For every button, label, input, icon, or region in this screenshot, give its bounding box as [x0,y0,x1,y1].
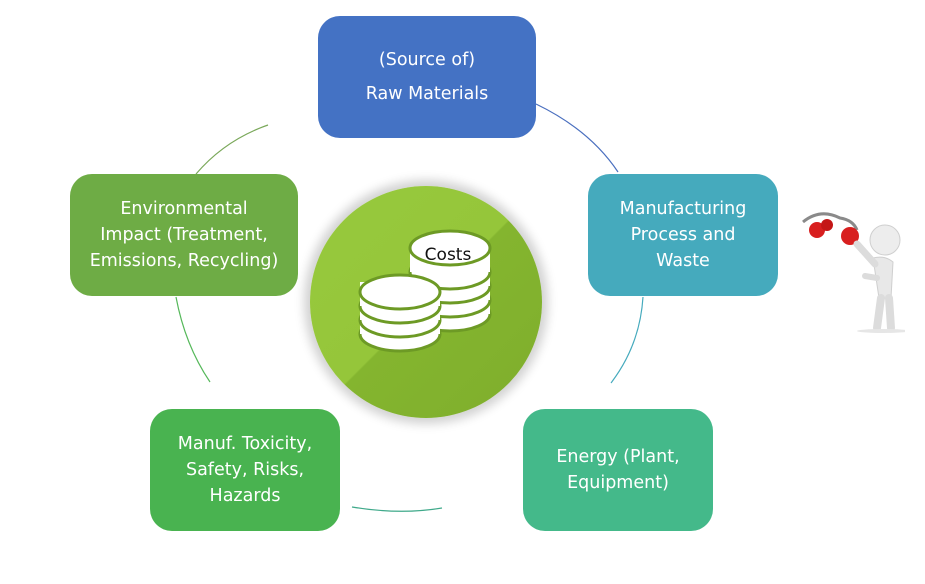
node-raw-materials-line-2: Raw Materials [365,84,489,104]
arc-mfg-to-energy [610,296,644,384]
coin-stack-icon [358,229,492,353]
node-toxicity-line-1: Manuf. Toxicity, [177,434,313,454]
node-environmental-line-1: Environmental [120,199,248,219]
arc-energy-to-tox [351,506,443,512]
node-environmental-impact: Environmental Impact (Treatment, Emissio… [70,174,298,296]
center-costs-label: Costs [424,245,472,265]
node-raw-materials-line-1: (Source of) [378,50,476,70]
arc-raw-to-mfg [535,103,619,173]
node-energy-line-1: Energy (Plant, [556,447,680,467]
node-manufacturing-line-1: Manufacturing [619,199,747,219]
arc-tox-to-env [175,296,211,383]
node-energy-line-2: Equipment) [567,473,669,493]
node-environmental-line-2: Impact (Treatment, [100,225,268,245]
node-manufacturing-process: Manufacturing Process and Waste [588,174,778,296]
stick-figure-picking-apples-icon [802,212,905,333]
node-toxicity-line-3: Hazards [209,486,281,506]
node-toxicity-line-2: Safety, Risks, [185,460,305,480]
center-costs-circle [310,186,542,418]
node-manufacturing-line-2: Process and [630,225,736,245]
arc-env-to-raw [195,124,269,175]
node-environmental-line-3: Emissions, Recycling) [89,251,279,271]
node-raw-materials: (Source of) Raw Materials [318,16,536,138]
node-energy: Energy (Plant, Equipment) [523,409,713,531]
node-toxicity-safety: Manuf. Toxicity, Safety, Risks, Hazards [150,409,340,531]
node-manufacturing-line-3: Waste [656,251,710,271]
